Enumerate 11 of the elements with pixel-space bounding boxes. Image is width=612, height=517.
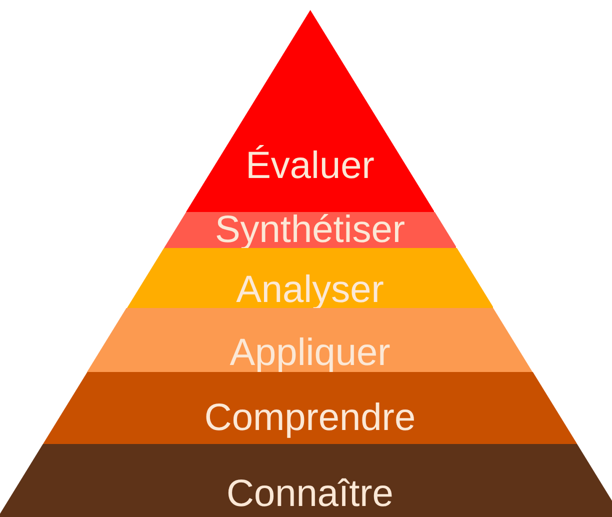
pyramid-level <box>42 372 578 444</box>
pyramid-level <box>0 444 612 517</box>
pyramid-level <box>186 10 434 212</box>
level-label: Évaluer <box>246 146 374 186</box>
level-label: Synthétiser <box>214 210 406 250</box>
pyramid-level <box>126 248 494 308</box>
level-label: Comprendre <box>204 398 416 438</box>
level-label: Analyser <box>236 270 384 310</box>
level-label: Appliquer <box>230 333 390 373</box>
pyramid-level <box>87 308 533 372</box>
level-label: Connaître <box>226 474 394 514</box>
